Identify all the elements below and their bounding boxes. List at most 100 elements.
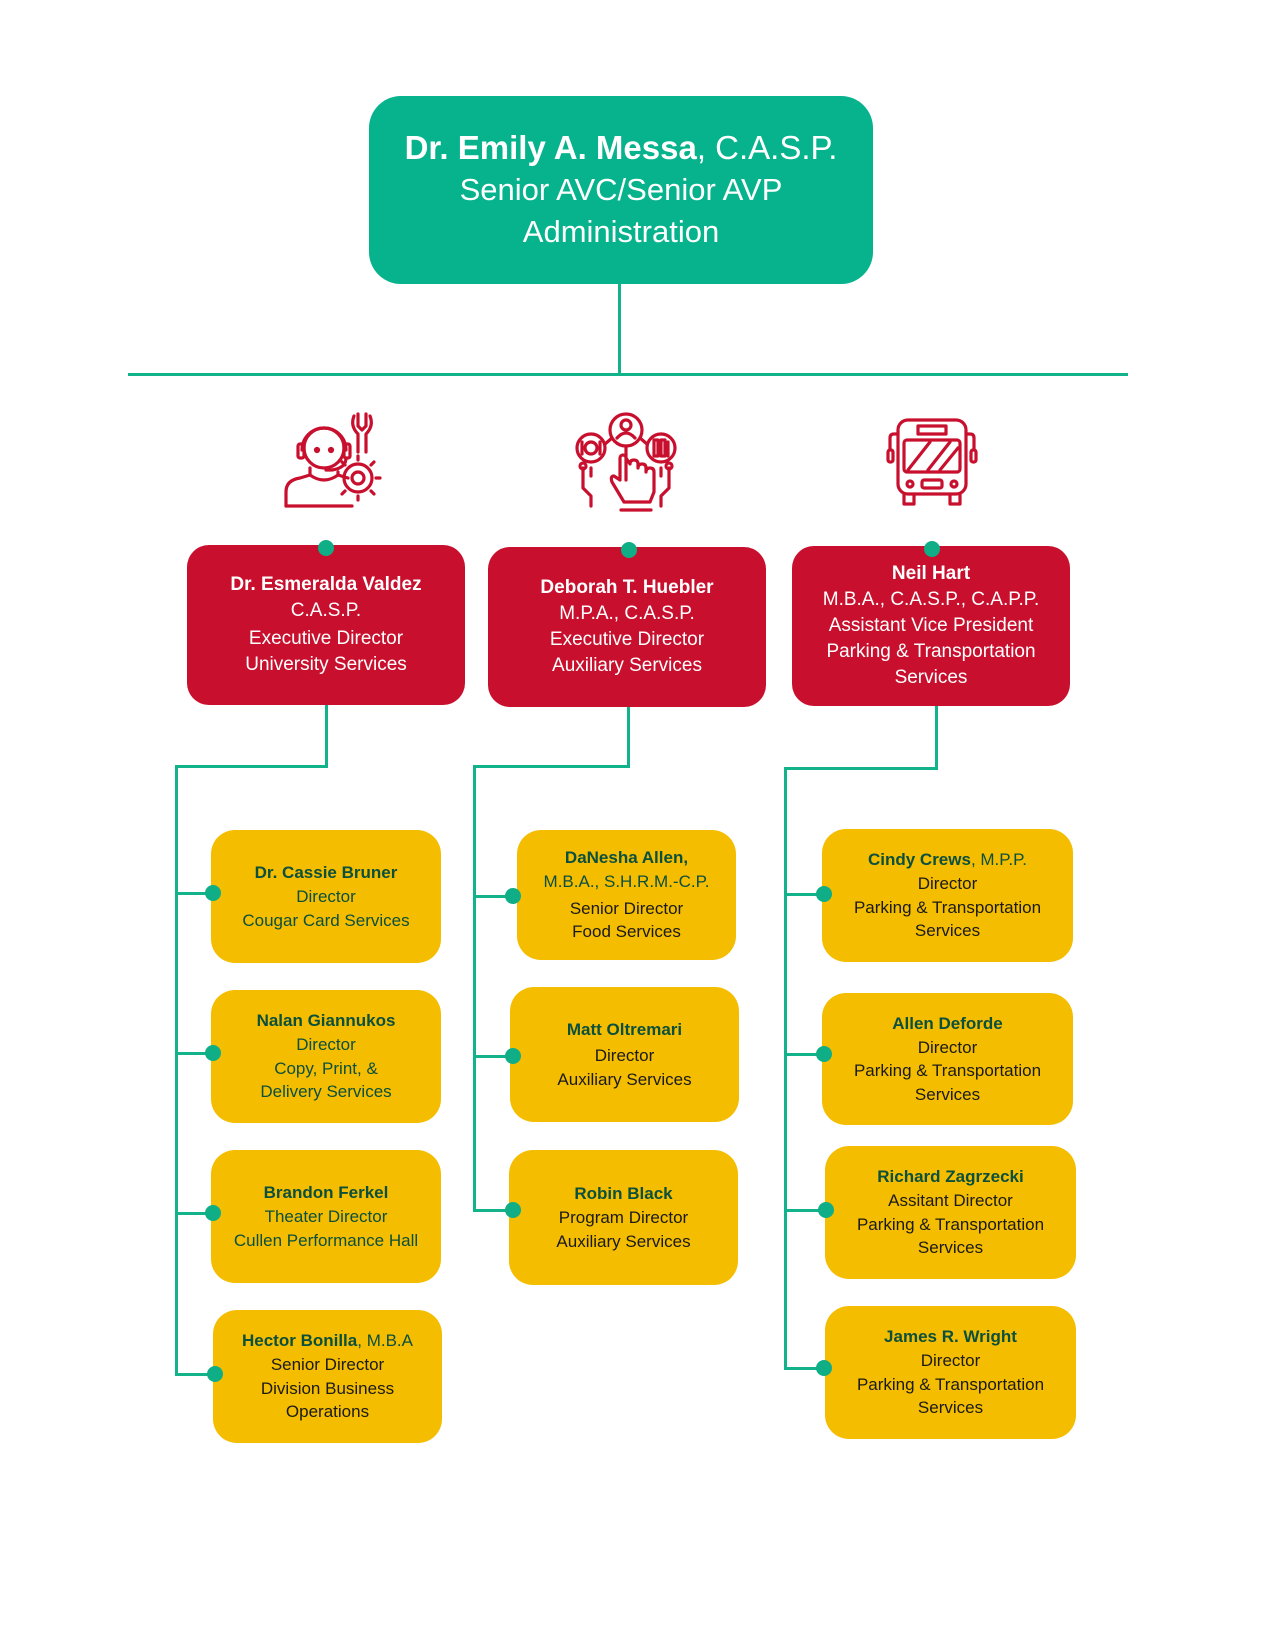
top-executive-card: Dr. Emily A. Messa, C.A.S.P. Senior AVC/… (369, 96, 873, 284)
connector (175, 1373, 215, 1376)
top-executive-name-line: Dr. Emily A. Messa, C.A.S.P. (405, 127, 838, 169)
staff-unit-cont: Operations (285, 1402, 370, 1422)
director-card: Deborah T. Huebler M.P.A., C.A.S.P. Exec… (488, 547, 766, 707)
staff-unit-cont: Delivery Services (260, 1082, 392, 1102)
staff-unit: Auxiliary Services (557, 1069, 692, 1089)
connector (473, 765, 476, 1212)
staff-name: Matt Oltremari (566, 1020, 683, 1039)
staff-unit: Division Business (260, 1378, 395, 1398)
connector (784, 1367, 826, 1370)
connector-dot (205, 1205, 221, 1221)
connector-dot (505, 1202, 521, 1218)
connector (784, 1053, 824, 1056)
connector-dot (818, 1202, 834, 1218)
connector-dot (621, 542, 637, 558)
staff-unit: Copy, Print, & (274, 1058, 378, 1078)
director-unit: Auxiliary Services (552, 655, 702, 676)
staff-name-text: Hector Bonilla (242, 1331, 358, 1351)
bus-icon (884, 414, 980, 510)
staff-card: Nalan Giannukos Director Copy, Print, & … (211, 990, 441, 1123)
staff-name: Brandon Ferkel (263, 1183, 389, 1202)
connector (473, 895, 513, 898)
connector (784, 767, 938, 770)
connector-dot (816, 886, 832, 902)
staff-unit-cont: Services (914, 921, 981, 941)
staff-title: Program Director (558, 1208, 689, 1227)
connector-dot (505, 1048, 521, 1064)
staff-name-text: Dr. Cassie Bruner (254, 863, 398, 882)
connector (175, 765, 328, 768)
staff-unit: Parking & Transportation (856, 1374, 1045, 1394)
staff-title: Director (296, 887, 356, 906)
staff-title: Director (920, 1351, 981, 1371)
staff-credentials: , M.P.P. (970, 850, 1028, 870)
staff-unit: Parking & Transportation (853, 1061, 1042, 1081)
staff-title: Senior Director (569, 898, 684, 918)
staff-unit: Food Services (572, 922, 681, 942)
staff-unit: Parking & Transportation (856, 1214, 1045, 1234)
staff-unit: Cullen Performance Hall (233, 1230, 419, 1250)
staff-card: Robin Black Program Director Auxiliary S… (509, 1150, 738, 1285)
staff-title: Director (917, 874, 978, 894)
director-title: Executive Director (248, 628, 404, 649)
connector (627, 707, 630, 768)
staff-unit-cont: Services (917, 1238, 984, 1258)
staff-credentials: , M.B.A (357, 1331, 413, 1351)
connector (473, 1209, 513, 1212)
director-unit-cont: Services (894, 667, 968, 688)
connector (784, 893, 824, 896)
staff-card: Dr. Cassie Bruner Director Cougar Card S… (211, 830, 441, 963)
connector-dot (205, 1045, 221, 1061)
staff-name: Allen Deforde (892, 1013, 1003, 1033)
staff-title: Theater Director (264, 1207, 388, 1226)
connector (473, 765, 630, 768)
staff-name: James R. Wright (884, 1327, 1017, 1347)
staff-title: Director (917, 1037, 978, 1057)
staff-card: Brandon Ferkel Theater Director Cullen P… (211, 1150, 441, 1283)
staff-card: Richard Zagrzecki Assitant Director Park… (825, 1146, 1076, 1279)
connector (175, 892, 213, 895)
director-credentials: M.B.A., C.A.S.P., C.A.P.P. (822, 589, 1040, 610)
connector-dot (505, 888, 521, 904)
staff-name: Cindy Crews, M.P.P. (868, 848, 1027, 872)
staff-card: James R. Wright Director Parking & Trans… (825, 1306, 1076, 1439)
staff-title: Assitant Director (888, 1191, 1013, 1211)
director-unit: University Services (245, 654, 407, 675)
director-title: Executive Director (549, 629, 705, 650)
director-card: Neil Hart M.B.A., C.A.S.P., C.A.P.P. Ass… (792, 546, 1070, 706)
staff-title: Director (296, 1035, 356, 1055)
connector-dot (816, 1360, 832, 1376)
connector-dot (318, 540, 334, 556)
connector-horizontal-bar (128, 373, 1128, 376)
staff-card: Allen Deforde Director Parking & Transpo… (822, 993, 1073, 1125)
staff-card: DaNesha Allen, M.B.A., S.H.R.M.-C.P. Sen… (517, 830, 736, 960)
staff-unit: Parking & Transportation (853, 897, 1042, 917)
connector-dot (924, 541, 940, 557)
director-name: Neil Hart (891, 563, 971, 584)
support-technician-gear-icon (284, 408, 384, 510)
staff-name: Dr. Cassie Bruner (255, 861, 398, 885)
connector (325, 705, 328, 768)
connector-dot (207, 1366, 223, 1382)
connector-dot (205, 885, 221, 901)
staff-unit: Auxiliary Services (556, 1231, 691, 1251)
connector-dot (816, 1046, 832, 1062)
staff-name: Richard Zagrzecki (877, 1167, 1024, 1187)
connector (784, 767, 787, 1370)
top-executive-credentials: , C.A.S.P. (696, 129, 838, 166)
top-executive-unit: Administration (522, 214, 720, 249)
director-credentials: M.P.A., C.A.S.P. (559, 603, 695, 624)
touch-services-dining-books-icon (573, 410, 679, 514)
staff-title: Senior Director (270, 1355, 385, 1375)
staff-unit-cont: Services (914, 1084, 981, 1104)
connector (175, 1052, 213, 1055)
director-unit: Parking & Transportation (826, 641, 1036, 662)
staff-name: Nalan Giannukos (256, 1011, 396, 1031)
staff-title: Director (594, 1046, 655, 1065)
connector (175, 1212, 213, 1215)
staff-credentials: M.B.A., S.H.R.M.-C.P. (543, 872, 710, 892)
connector (935, 706, 938, 770)
staff-card: Cindy Crews, M.P.P. Director Parking & T… (822, 829, 1073, 962)
director-name: Dr. Esmeralda Valdez (230, 574, 422, 595)
staff-name: Hector Bonilla, M.B.A (242, 1329, 413, 1353)
